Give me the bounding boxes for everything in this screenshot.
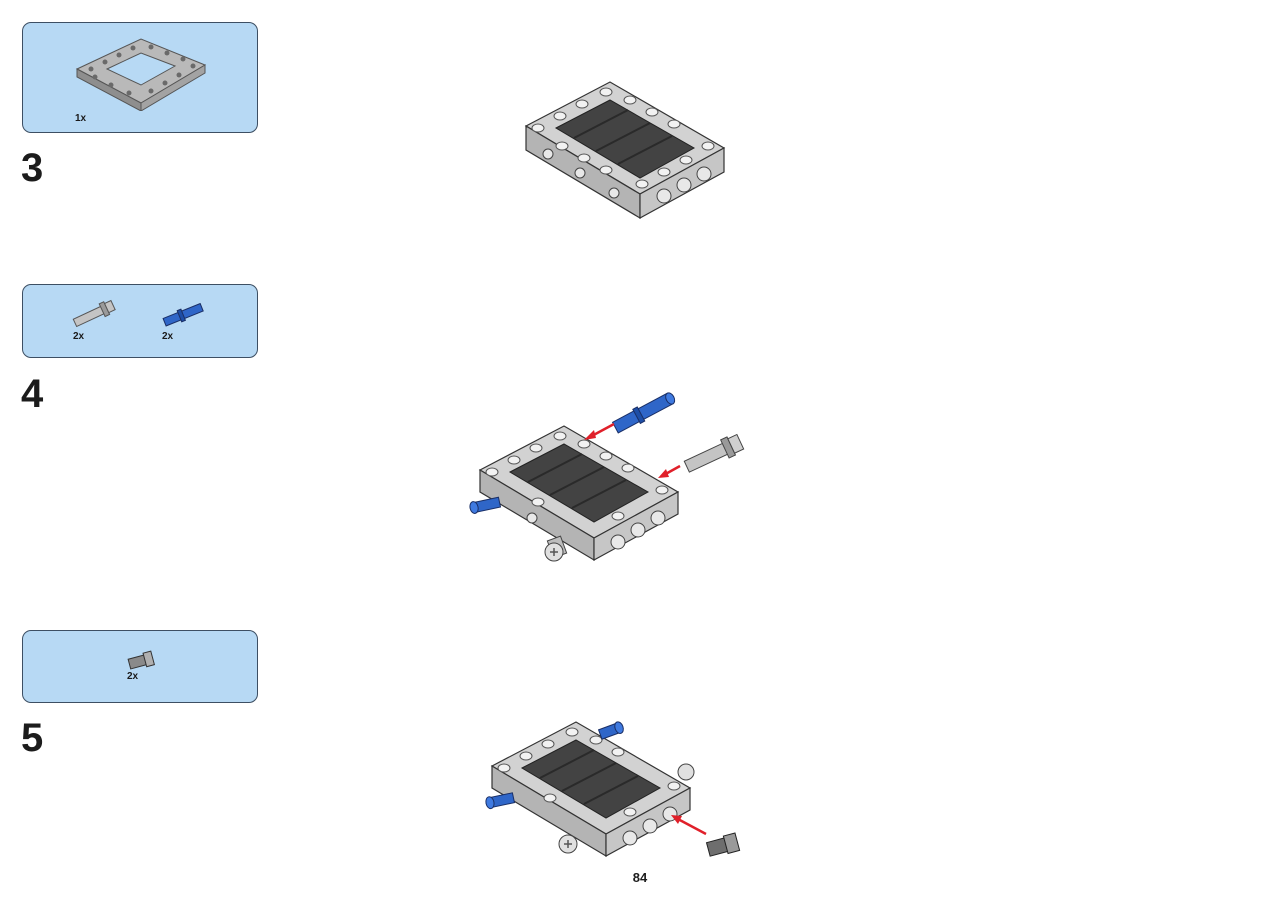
part-quantity: 1x [75, 113, 87, 124]
parts-callout-step-4: 2x 2x [22, 284, 258, 358]
part-quantity: 2x [127, 671, 139, 682]
frame-with-panels-illustration [524, 81, 726, 220]
page-number: 84 [632, 870, 648, 885]
step-number: 5 [21, 716, 44, 760]
part-quantity: 2x [162, 331, 174, 342]
blue-long-pin-icon [162, 302, 204, 327]
frame-insert-bushes-illustration [485, 721, 741, 858]
open-frame-icon [75, 38, 207, 111]
step-number: 4 [21, 372, 44, 416]
parts-callout-step-3: 1x [22, 22, 258, 133]
short-bush-icon [127, 650, 156, 670]
step-number: 3 [21, 146, 44, 190]
gray-axle-pin-icon [72, 299, 116, 328]
frame-insert-pins-illustration [469, 392, 745, 562]
parts-callout-step-5: 2x [22, 630, 258, 703]
part-quantity: 2x [73, 331, 85, 342]
